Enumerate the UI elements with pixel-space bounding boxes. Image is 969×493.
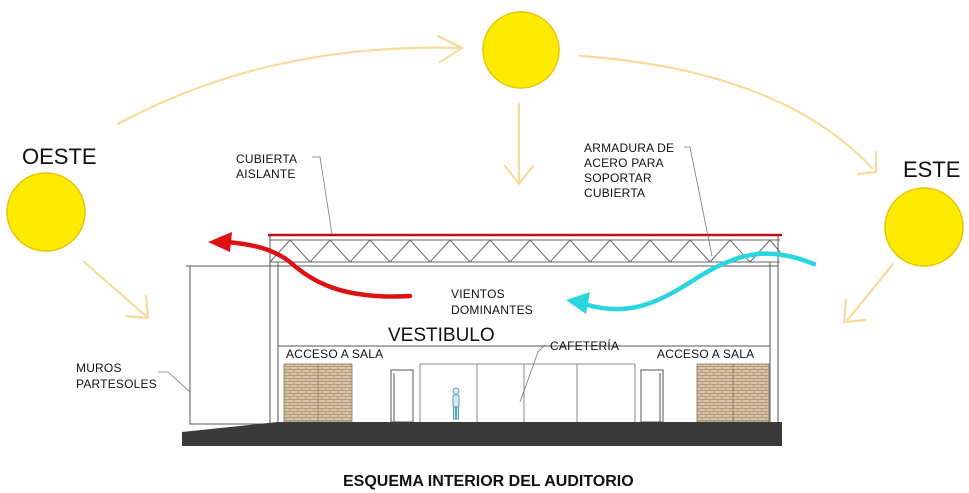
- partition-wall: [189, 265, 271, 425]
- ground-slab: [182, 422, 782, 446]
- leader-lines: [158, 146, 713, 403]
- arrow-icon: [208, 232, 232, 252]
- label-cafe: CAFETERÍA: [550, 338, 619, 353]
- person-icon: [452, 387, 460, 420]
- label-roof-line2: AISLANTE: [236, 167, 296, 181]
- label-truss-line1: ARMADURA DE: [584, 141, 674, 155]
- glass-facade: [419, 363, 636, 422]
- sun-path-arrowhead-west: [436, 34, 465, 64]
- label-truss-line2: ACERO PARA: [584, 156, 664, 170]
- sun-icon: [482, 11, 560, 89]
- sun-icon: [6, 172, 86, 252]
- building-section: [186, 236, 779, 425]
- sun-path-arc-west: [116, 46, 464, 126]
- label-winds-line2: DOMINANTES: [451, 303, 533, 317]
- ray-arrow-east: [842, 262, 895, 324]
- label-truss-line4: CUBIERTA: [584, 186, 645, 200]
- label-winds-line1: VIENTOS: [451, 287, 505, 301]
- ray-arrow-top: [503, 102, 535, 186]
- label-access-right: ACCESO A SALA: [657, 347, 754, 361]
- label-lobby: VESTIBULO: [388, 325, 495, 346]
- label-walls-line2: PARTESOLES: [76, 377, 157, 391]
- doors: [390, 369, 664, 423]
- label-roof-line1: CUBIERTA: [236, 152, 297, 166]
- arrow-icon: [566, 292, 590, 314]
- wind-arrow-out: [208, 232, 413, 299]
- label-access-left: ACCESO A SALA: [286, 347, 383, 361]
- steel-truss: [269, 239, 781, 263]
- sun-path-arc-east: [578, 54, 874, 170]
- diagram-caption: ESQUEMA INTERIOR DEL AUDITORIO: [343, 473, 634, 490]
- label-west: OESTE: [22, 144, 97, 169]
- ray-arrow-west: [82, 260, 150, 320]
- sun-path: [82, 34, 895, 324]
- label-east: ESTE: [903, 157, 960, 182]
- wind-arrow-in: [566, 251, 817, 314]
- sun-icon: [884, 187, 964, 267]
- label-walls-line1: MUROS: [76, 361, 122, 375]
- sun-path-arrowhead-east: [856, 150, 878, 176]
- label-truss-line3: SOPORTAR: [584, 171, 652, 185]
